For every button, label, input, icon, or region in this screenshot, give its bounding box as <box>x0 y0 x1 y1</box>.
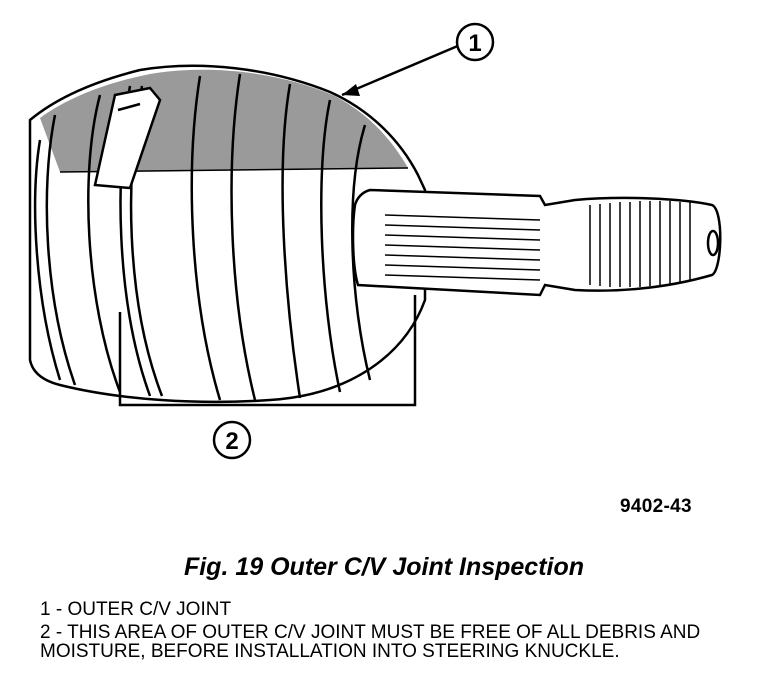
callout-1-label: 1 <box>468 30 481 57</box>
inspection-area-bracket <box>118 295 417 407</box>
legend-item-2: 2 - THIS AREA OF OUTER C/V JOINT MUST BE… <box>40 622 701 662</box>
cv-joint-body <box>28 64 427 404</box>
callout-1: 1 <box>341 22 495 97</box>
callout-2-label: 2 <box>225 428 238 455</box>
legend: 1 - OUTER C/V JOINT 2 - THIS AREA OF OUT… <box>40 600 760 661</box>
callout-2: 2 <box>212 420 252 460</box>
splined-shaft <box>351 188 722 297</box>
figure-id: 9402-43 <box>620 496 692 517</box>
legend-item-1: 1 - OUTER C/V JOINT <box>40 599 232 620</box>
cv-joint-illustration: 1 2 <box>28 22 722 460</box>
figure-caption: Fig. 19 Outer C/V Joint Inspection <box>183 553 585 581</box>
